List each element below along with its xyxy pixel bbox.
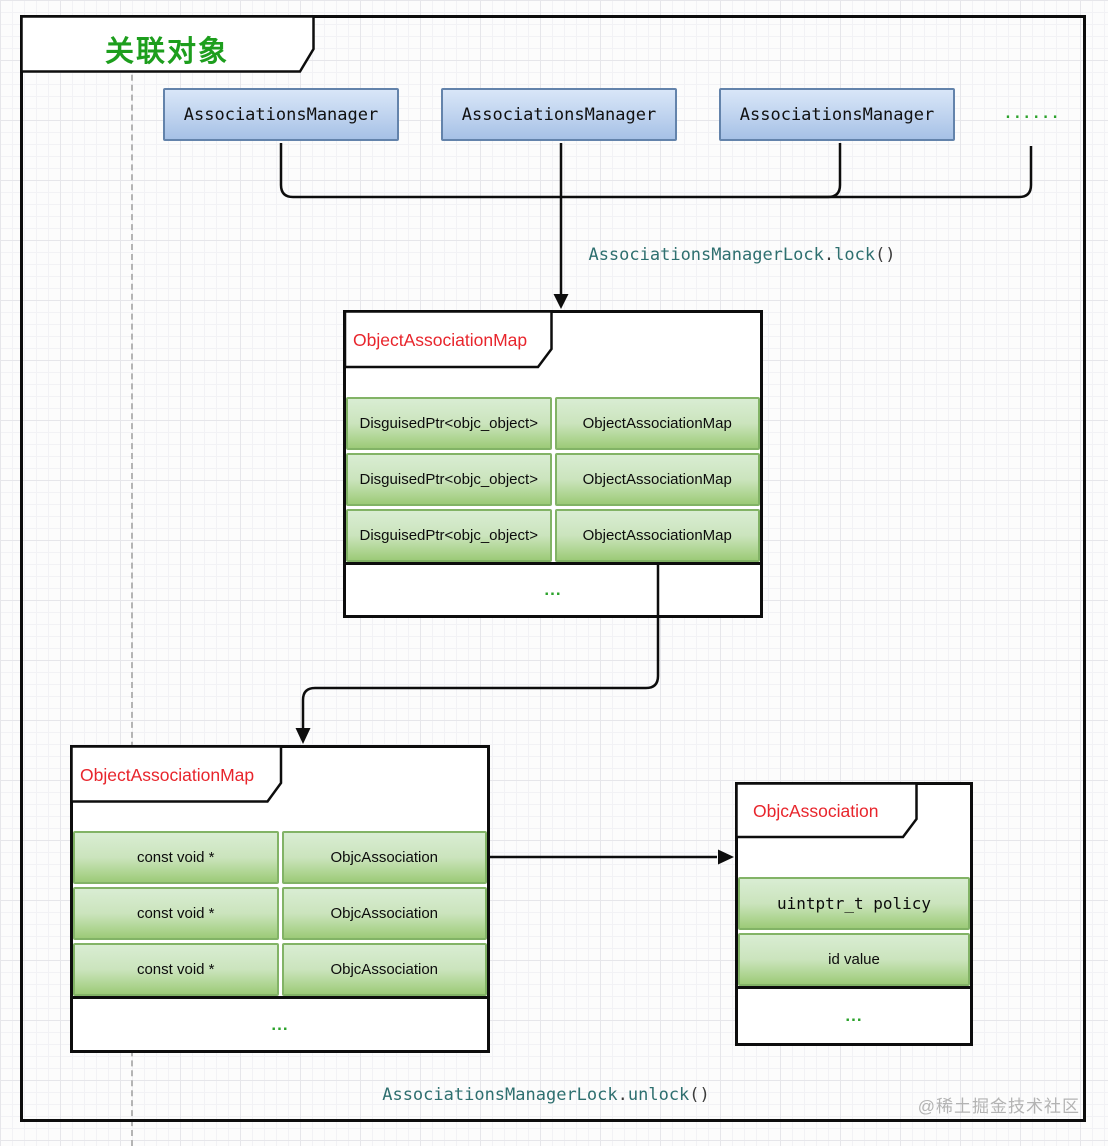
- diagram-title: 关联对象: [104, 36, 229, 68]
- more-rows-indicator: ...: [735, 986, 973, 1046]
- more-rows-indicator: ...: [70, 996, 490, 1053]
- diagram-outer-border: [20, 15, 1086, 1122]
- lock-object-text: AssociationsManagerLock: [588, 245, 824, 265]
- field-policy: uintptr_t policy: [738, 877, 970, 930]
- map-table-top: DisguisedPtr<objc_object> ObjectAssociat…: [346, 397, 760, 562]
- table-cell-key: DisguisedPtr<objc_object>: [346, 509, 552, 562]
- unlock-annotation: AssociationsManagerLock.unlock(): [296, 1085, 796, 1105]
- associations-manager-node: AssociationsManager: [163, 88, 399, 141]
- associations-manager-node: AssociationsManager: [719, 88, 955, 141]
- objc-association-label: ObjcAssociation: [753, 801, 879, 821]
- table-cell-value: ObjectAssociationMap: [554, 509, 760, 562]
- unlock-parens-text: (): [689, 1085, 710, 1105]
- watermark: @稀土掘金技术社区: [917, 1097, 1080, 1116]
- table-cell-value: ObjcAssociation: [281, 943, 487, 996]
- objc-association-table: uintptr_t policy id value: [738, 877, 970, 986]
- more-managers-ellipsis: ......: [1003, 106, 1061, 122]
- unlock-object-text: AssociationsManagerLock: [382, 1085, 618, 1105]
- table-cell-key: DisguisedPtr<objc_object>: [346, 453, 552, 506]
- table-cell-key: const void *: [73, 887, 279, 940]
- lock-annotation: AssociationsManagerLock.lock(): [492, 245, 992, 265]
- table-cell-value: ObjectAssociationMap: [554, 397, 760, 450]
- lock-parens-text: (): [875, 245, 896, 265]
- lock-method-text: lock: [834, 245, 876, 265]
- table-cell-key: DisguisedPtr<objc_object>: [346, 397, 552, 450]
- unlock-dot-text: .: [617, 1085, 628, 1105]
- field-value: id value: [738, 933, 970, 986]
- map-bottom-label: ObjectAssociationMap: [80, 765, 255, 785]
- lock-dot-text: .: [823, 245, 835, 265]
- table-cell-value: ObjectAssociationMap: [554, 453, 760, 506]
- more-rows-indicator: ...: [343, 562, 763, 618]
- unlock-method-text: unlock: [627, 1085, 690, 1105]
- table-cell-value: ObjcAssociation: [281, 887, 487, 940]
- table-cell-key: const void *: [73, 831, 279, 884]
- map-top-label: ObjectAssociationMap: [353, 330, 528, 350]
- table-cell-key: const void *: [73, 943, 279, 996]
- map-table-bottom: const void * ObjcAssociation const void …: [73, 831, 487, 996]
- vertical-guide-line: [131, 15, 133, 1146]
- table-cell-value: ObjcAssociation: [281, 831, 487, 884]
- associations-manager-node: AssociationsManager: [441, 88, 677, 141]
